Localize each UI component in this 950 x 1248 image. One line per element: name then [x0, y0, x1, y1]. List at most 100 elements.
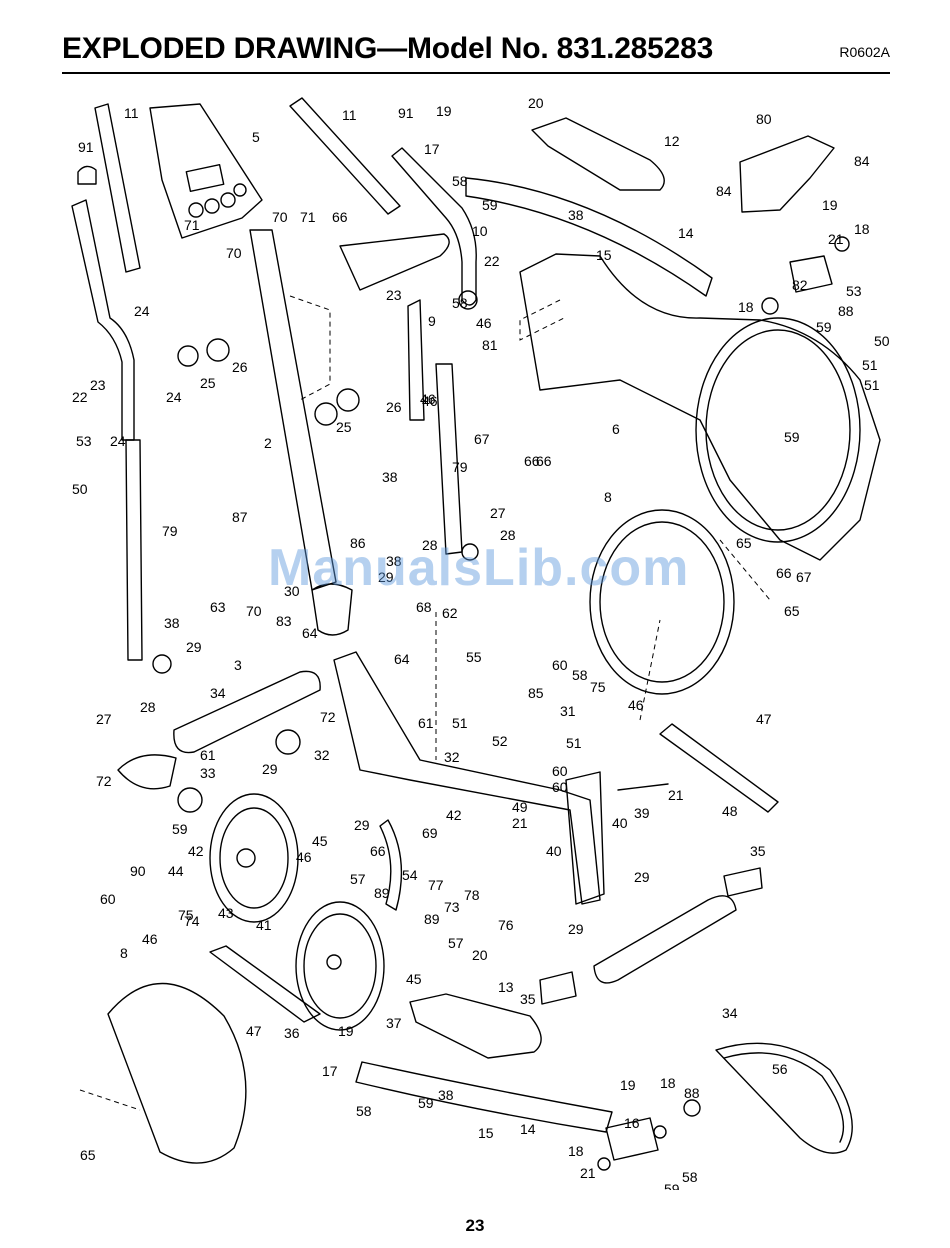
frame-1	[333, 651, 601, 905]
part-callout: 76	[498, 917, 514, 933]
part-callout: 55	[466, 649, 482, 665]
part-callout: 24	[134, 303, 150, 319]
part-callout: 14	[678, 225, 694, 241]
part-callout: 64	[394, 651, 410, 667]
part-callout: 59	[418, 1095, 434, 1111]
part-callout: 84	[716, 183, 732, 199]
part-callout: 51	[452, 715, 468, 731]
bushing-26-left	[206, 338, 230, 362]
page-title: EXPLODED DRAWING—Model No. 831.285283	[62, 32, 714, 65]
part-callout: 53	[76, 433, 92, 449]
part-callout: 79	[162, 523, 178, 539]
part-callout: 67	[474, 431, 490, 447]
part-callout: 46	[476, 315, 492, 331]
handlebar-tube-11	[94, 103, 141, 273]
part-callout: 47	[246, 1023, 262, 1039]
brake-54	[379, 819, 403, 911]
part-callout: 42	[188, 843, 204, 859]
part-callout: 51	[864, 377, 880, 393]
part-callout: 90	[130, 863, 146, 879]
seat-81	[339, 233, 450, 291]
part-callout: 40	[546, 843, 562, 859]
part-callout: 66	[536, 453, 552, 469]
part-callout: 35	[750, 843, 766, 859]
part-callout: 32	[314, 747, 330, 763]
part-callout: 32	[444, 749, 460, 765]
part-callout: 38	[438, 1087, 454, 1103]
part-callout: 25	[200, 375, 216, 391]
part-callout: 12	[664, 133, 680, 149]
part-callout: 46	[422, 393, 438, 409]
part-callout: 23	[386, 287, 402, 303]
part-callout: 60	[552, 779, 568, 795]
part-callout: 18	[738, 299, 754, 315]
part-callout: 65	[80, 1147, 96, 1163]
part-callout: 29	[568, 921, 584, 937]
handlebar-tube-11-right	[289, 97, 401, 215]
part-callout: 72	[320, 709, 336, 725]
part-callout: 60	[552, 657, 568, 673]
pedal-arm-14-top	[465, 177, 713, 297]
part-callout: 59	[816, 319, 832, 335]
part-callout: 8	[120, 945, 128, 961]
pedal-12	[531, 117, 665, 191]
bracket-16	[605, 1117, 659, 1161]
part-callout: 10	[472, 223, 488, 239]
part-callout: 70	[226, 245, 242, 261]
part-callout: 15	[596, 247, 612, 263]
stabilizer-4	[593, 895, 737, 984]
page-number: 23	[465, 1216, 485, 1235]
part-callout: 18	[854, 221, 870, 237]
part-callout: 54	[402, 867, 418, 883]
part-callout: 8	[604, 489, 612, 505]
drawing-code: R0602A	[839, 44, 890, 60]
end-cap-31	[117, 754, 177, 790]
part-callout: 59	[482, 197, 498, 213]
part-callout: 67	[796, 569, 812, 585]
part-callout: 24	[166, 389, 182, 405]
part-callout: 36	[284, 1025, 300, 1041]
part-callout: 75	[178, 907, 194, 923]
part-callout: 65	[784, 603, 800, 619]
part-callout: 72	[96, 773, 112, 789]
part-callout: 74	[184, 913, 200, 929]
part-callout: 14	[520, 1121, 536, 1137]
part-callout: 31	[560, 703, 576, 719]
pedal-13	[409, 993, 542, 1059]
bracket-82	[789, 255, 833, 293]
side-cover-80	[739, 135, 835, 213]
part-callout: 50	[874, 333, 890, 349]
part-callout: 27	[96, 711, 112, 727]
part-callout: 69	[422, 825, 438, 841]
part-callout: 85	[528, 685, 544, 701]
part-callout: 11	[342, 107, 357, 123]
part-callout: 73	[444, 899, 460, 915]
part-callout: 22	[72, 389, 88, 405]
part-callout: 27	[490, 505, 506, 521]
part-callout: 19	[620, 1077, 636, 1093]
part-callout: 81	[482, 337, 498, 353]
part-callout: 26	[386, 399, 402, 415]
flywheel-37	[295, 901, 385, 1031]
part-callout: 57	[448, 935, 464, 951]
part-callout: 59	[784, 429, 800, 445]
part-callout: 16	[624, 1115, 640, 1131]
console-display	[185, 163, 225, 193]
shroud-7	[519, 253, 881, 561]
part-callout: 21	[580, 1165, 596, 1181]
part-callout: 29	[262, 761, 278, 777]
part-callout: 49	[512, 799, 528, 815]
part-callout: 58	[452, 295, 468, 311]
part-callout: 77	[428, 877, 444, 893]
part-callout: 58	[452, 173, 468, 189]
part-callout: 50	[72, 481, 88, 497]
part-callout: 20	[472, 947, 488, 963]
part-callout: 42	[446, 807, 462, 823]
part-callout: 18	[660, 1075, 676, 1091]
handlebar-lower	[407, 299, 425, 421]
part-callout: 66	[776, 565, 792, 581]
part-callout: 35	[520, 991, 536, 1007]
part-callout: 25	[336, 419, 352, 435]
part-callout: 78	[464, 887, 480, 903]
